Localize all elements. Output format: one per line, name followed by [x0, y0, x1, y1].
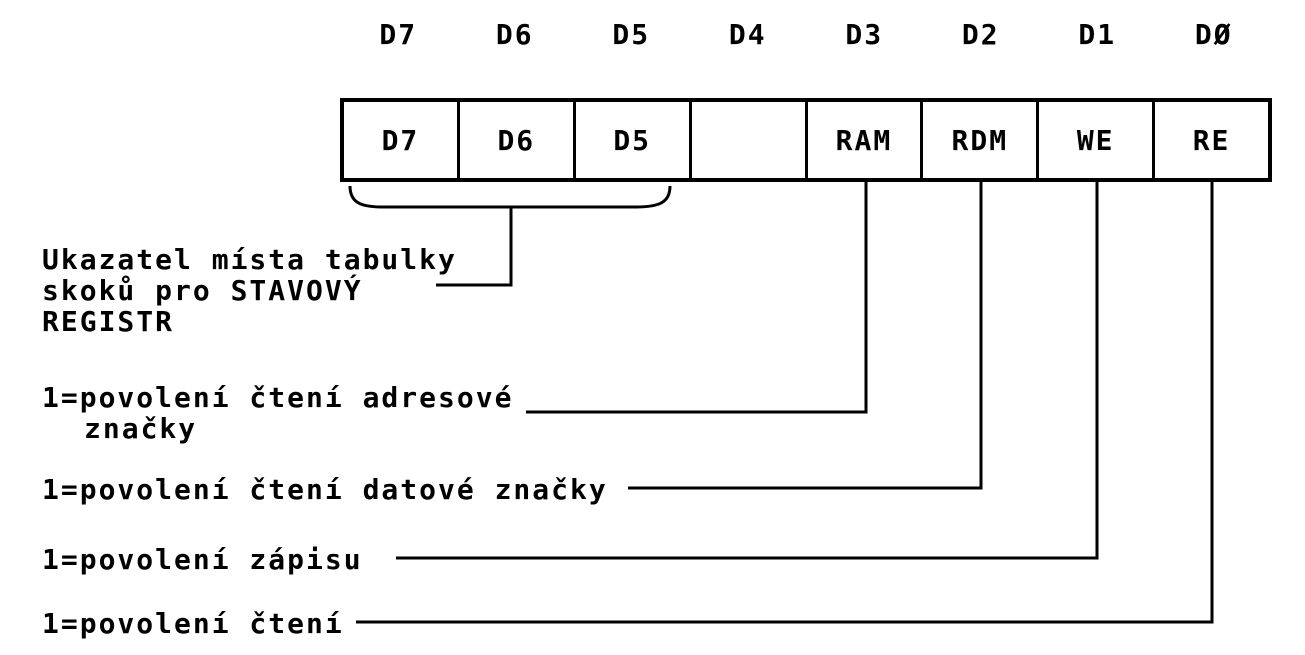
annotation-re: 1=povolení čtení	[42, 607, 344, 640]
annotation-pointer: Ukazatel místa tabulky skoků pro STAVOVÝ…	[42, 244, 457, 337]
annotation-pointer-line2: skoků pro STAVOVÝ	[42, 274, 363, 307]
register-cell-d6: D6	[460, 102, 576, 178]
register-cell-re: RE	[1192, 123, 1231, 157]
register-cell-d5: D5	[576, 102, 692, 178]
register-cell-ram: RAM	[808, 102, 924, 178]
annotation-pointer-line3: REGISTR	[42, 305, 175, 338]
bit-label-row: D7 D6 D5 D4 D3 D2 D1 DØ	[340, 18, 1272, 51]
annotation-ram-line2: značky	[84, 412, 198, 445]
register-cell-rdm: RDM	[923, 102, 1040, 178]
bit-label-d1: D1	[1078, 18, 1117, 51]
connector-rdm	[628, 182, 983, 490]
bit-label-d7: D7	[379, 18, 418, 51]
connector-pointer	[436, 207, 513, 287]
annotation-rdm: 1=povolení čtení datové značky	[42, 473, 608, 506]
brace-bits-7-5	[348, 185, 672, 209]
bit-label-d0: DØ	[1194, 18, 1233, 51]
bit-label-d3: D3	[845, 18, 884, 51]
bit-label-d2: D2	[961, 18, 1000, 51]
register-cell-empty	[692, 102, 808, 178]
annotation-ram: 1=povolení čtení adresové značky	[42, 382, 513, 444]
connector-re	[356, 182, 1214, 624]
register-cell-d7: D7	[344, 102, 460, 178]
annotation-pointer-line1: Ukazatel místa tabulky	[42, 243, 457, 276]
connector-we	[396, 182, 1099, 560]
register-cell-we: WE	[1039, 102, 1156, 178]
annotation-we: 1=povolení zápisu	[42, 543, 363, 576]
bit-label-d6: D6	[495, 18, 534, 51]
register-box: D7 D6 D5 RAM RDM WE RE	[340, 98, 1272, 182]
bit-label-d5: D5	[612, 18, 651, 51]
bit-label-d4: D4	[728, 18, 767, 51]
connector-ram	[526, 182, 868, 414]
annotation-ram-line1: 1=povolení čtení adresové	[42, 381, 514, 414]
